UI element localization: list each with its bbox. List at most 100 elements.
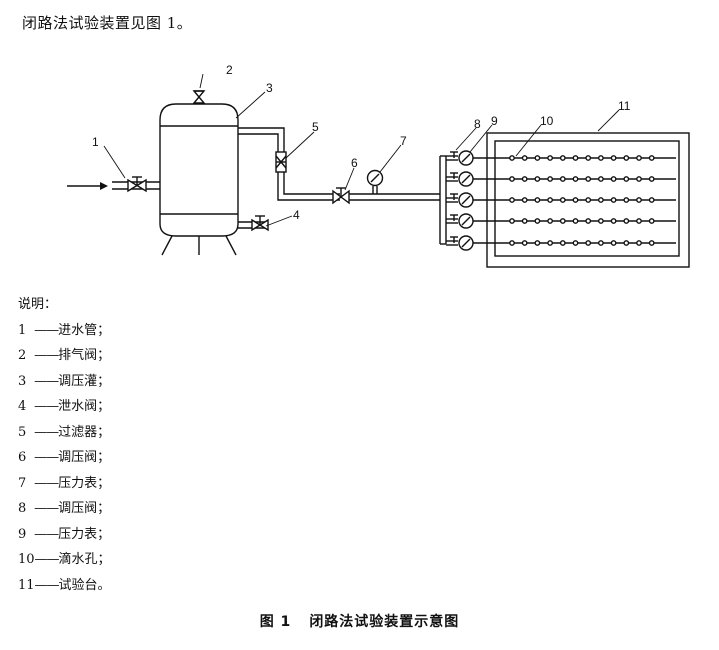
legend-item-dash: —— [34, 322, 59, 338]
callout-8: 8 [474, 117, 481, 131]
legend-item-label: 滴水孔； [58, 552, 111, 567]
callout-7: 7 [400, 134, 407, 148]
drip-hole [636, 240, 642, 246]
drip-hole [648, 197, 655, 203]
drip-hole [509, 197, 515, 203]
legend-item: 6 ——调压阀； [18, 445, 111, 471]
gauge-needle [461, 238, 471, 248]
legend-item-number: 9 [18, 526, 27, 542]
legend-item-label: 压力表； [58, 475, 111, 491]
figure-number: 图 1 [259, 614, 292, 630]
legend-item-dash: —— [34, 424, 59, 440]
legend-item-label: 进水管； [58, 322, 111, 338]
drip-hole [521, 240, 528, 246]
legend-item-dash: —— [34, 475, 59, 491]
gauge-needle [461, 216, 471, 226]
gauge-needle [461, 153, 471, 163]
legend-item-number: 7 [18, 475, 27, 491]
legend-item-dash: —— [34, 348, 59, 363]
drip-hole [572, 176, 579, 182]
drip-hole [623, 176, 630, 182]
legend-item-dash: —— [34, 526, 59, 542]
drip-hole [623, 240, 630, 246]
legend-item-dash: —— [34, 501, 59, 516]
dripline-branches [446, 150, 676, 251]
drip-hole [598, 176, 604, 182]
legend-item: 2 ——排气阀； [18, 343, 111, 369]
callout-1: 1 [92, 135, 99, 149]
gauge-needle [461, 195, 471, 205]
drip-hole [559, 176, 566, 182]
drip-hole [636, 197, 642, 203]
legend-item-number: 10 [18, 552, 35, 567]
drip-hole [572, 197, 579, 203]
drip-hole [521, 218, 528, 224]
drip-hole [559, 197, 566, 203]
gauge-needle [461, 174, 471, 184]
drip-hole [509, 176, 515, 182]
callout-10: 10 [540, 114, 554, 128]
drip-hole [610, 240, 617, 246]
legend-item: 11——试验台。 [18, 573, 111, 599]
legend-item-dash: —— [34, 552, 60, 567]
callout-11: 11 [618, 99, 631, 113]
drip-hole [559, 218, 566, 224]
legend-item-number: 5 [18, 424, 27, 440]
legend-item-number: 1 [18, 322, 27, 338]
legend: 说明： 1 ——进水管；2 ——排气阀；3 ——调压灌；4 ——泄水阀；5 ——… [18, 292, 111, 598]
drip-hole [585, 218, 592, 224]
callout-leaders [103, 73, 620, 227]
drip-hole [648, 240, 655, 246]
regulating-valve-main [332, 187, 440, 205]
legend-item-dash: —— [34, 577, 60, 593]
drip-hole [534, 218, 541, 224]
drip-hole [585, 240, 592, 246]
legend-item-label: 试验台。 [58, 577, 111, 593]
filter [275, 151, 287, 173]
legend-item: 4 ——泄水阀； [18, 394, 111, 420]
legend-item-label: 泄水阀； [58, 399, 111, 414]
drip-hole [610, 197, 617, 203]
legend-item-dash: —— [34, 373, 59, 389]
drip-hole [636, 218, 642, 224]
drip-hole [610, 218, 617, 224]
legend-item-label: 过滤器； [58, 424, 111, 440]
pressure-tank [159, 103, 239, 256]
drip-hole [648, 218, 655, 224]
drip-hole [648, 155, 655, 161]
inlet-pipe [112, 176, 160, 193]
manifold [439, 155, 447, 245]
callout-9: 9 [491, 114, 498, 128]
drain-valve [238, 215, 269, 232]
drip-hole [547, 197, 553, 203]
legend-title: 说明： [18, 297, 58, 312]
legend-item-label: 调压阀； [58, 501, 111, 516]
legend-item: 3 ——调压灌； [18, 369, 111, 395]
drip-hole [623, 155, 630, 161]
legend-list: 1 ——进水管；2 ——排气阀；3 ——调压灌；4 ——泄水阀；5 ——过滤器；… [18, 318, 111, 599]
callout-5: 5 [312, 120, 319, 134]
drip-hole [585, 197, 592, 203]
drip-hole [598, 197, 604, 203]
drip-hole [585, 176, 592, 182]
callout-4: 4 [293, 208, 300, 222]
legend-item: 8 ——调压阀； [18, 496, 111, 522]
legend-item-number: 11 [18, 577, 35, 593]
legend-item-label: 调压阀； [58, 450, 111, 465]
exhaust-valve [192, 90, 206, 104]
drip-hole [610, 176, 617, 182]
drip-hole [623, 218, 630, 224]
legend-item-dash: —— [34, 450, 59, 465]
legend-item: 9 ——压力表； [18, 522, 111, 548]
drip-hole [547, 155, 553, 161]
drip-hole [521, 197, 528, 203]
drip-hole [623, 197, 630, 203]
closed-loop-test-device-diagram: 1 2 3 4 5 6 7 8 9 10 11 [67, 63, 690, 268]
drip-hole [509, 240, 515, 246]
drip-hole [572, 155, 579, 161]
inlet-arrow [67, 182, 108, 190]
drip-hole [598, 218, 604, 224]
drip-hole [636, 155, 642, 161]
callout-2: 2 [226, 63, 233, 77]
